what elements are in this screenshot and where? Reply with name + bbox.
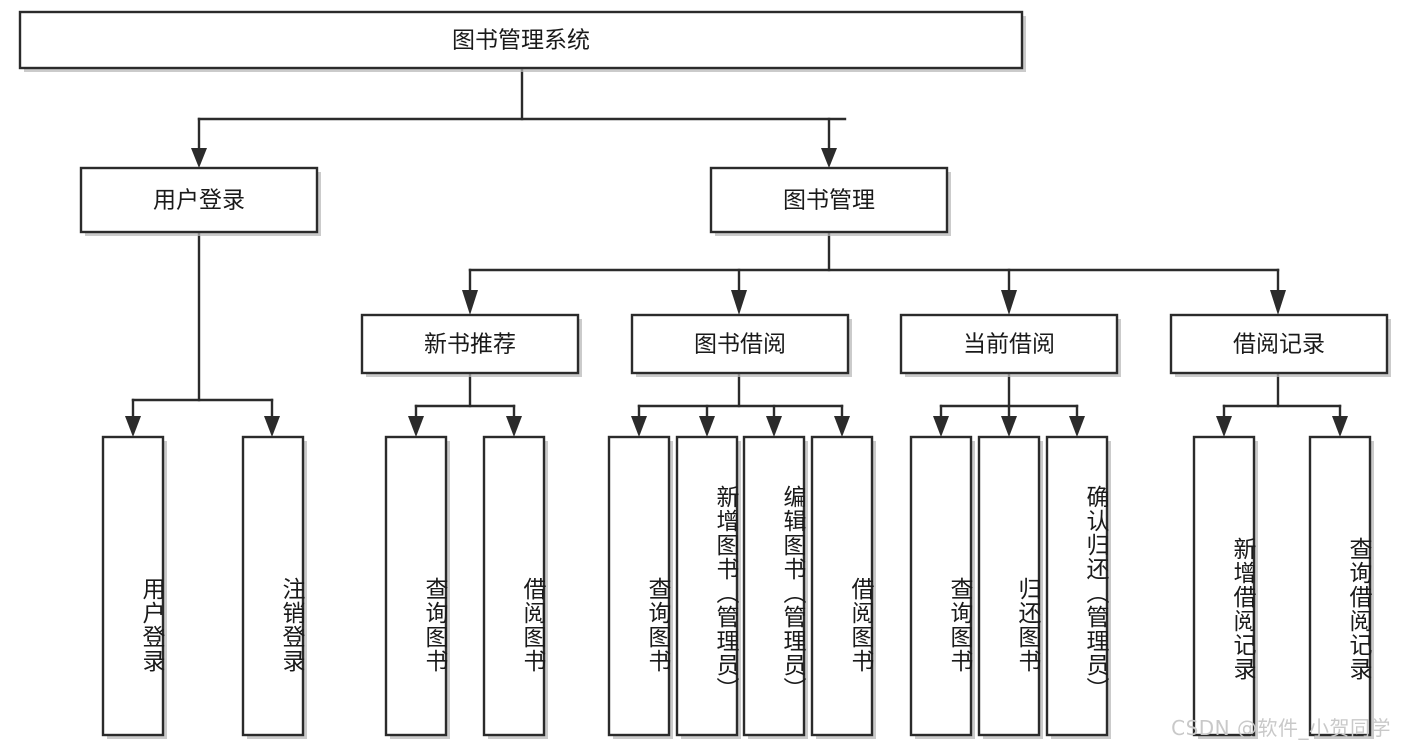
- arrowhead-leaf-rec-borrow: [506, 416, 522, 437]
- node-root-box[interactable]: [18, 10, 1024, 70]
- arrowhead-book-borrow: [731, 290, 747, 315]
- arrowhead-leaf-user-login: [125, 416, 141, 437]
- node-new-book-rec-box[interactable]: [360, 313, 580, 375]
- arrowhead-current-borrow: [1001, 290, 1017, 315]
- node-borrow-record-label: 借阅记录: [1233, 332, 1325, 358]
- node-leaf-rec-add-box[interactable]: [1192, 435, 1256, 737]
- arrowhead-leaf-user-logout: [264, 416, 280, 437]
- node-book-borrow-label: 图书借阅: [694, 332, 786, 358]
- node-user-login-box[interactable]: [79, 166, 319, 234]
- node-leaf-borrow-edit-box[interactable]: [742, 435, 806, 737]
- node-leaf-borrow-lend-box[interactable]: [810, 435, 874, 737]
- node-leaf-cur-confirm-box[interactable]: [1045, 435, 1109, 737]
- arrowhead-book-manage: [821, 148, 837, 168]
- arrowhead-leaf-cur-confirm: [1069, 416, 1085, 437]
- node-leaf-rec-search-box[interactable]: [1308, 435, 1372, 737]
- nodes-layer: 图书管理系统 用户登录 图书管理 新书推荐 图书借阅 当前借阅 借阅记录: [18, 10, 1391, 739]
- arrowhead-leaf-borrow-query: [631, 416, 647, 437]
- node-root-label: 图书管理系统: [452, 28, 590, 54]
- node-leaf-rec-borrow-box[interactable]: [482, 435, 546, 737]
- arrowhead-leaf-borrow-add: [699, 416, 715, 437]
- arrowhead-leaf-cur-query: [933, 416, 949, 437]
- node-current-borrow-label: 当前借阅: [963, 332, 1055, 358]
- node-user-login-label: 用户登录: [153, 188, 245, 214]
- node-leaf-cur-query-box[interactable]: [909, 435, 973, 737]
- node-leaf-user-logout-box[interactable]: [241, 435, 305, 737]
- node-borrow-record-box[interactable]: [1169, 313, 1389, 375]
- arrowhead-leaf-borrow-lend: [834, 416, 850, 437]
- arrowhead-leaf-rec-query: [408, 416, 424, 437]
- arrowhead-leaf-cur-return: [1001, 416, 1017, 437]
- node-leaf-user-login-box[interactable]: [101, 435, 165, 737]
- node-book-borrow-box[interactable]: [630, 313, 850, 375]
- arrowhead-new-book-rec: [462, 290, 478, 315]
- csdn-watermark: CSDN @软件_小贺同学: [1171, 716, 1391, 740]
- arrowhead-borrow-record: [1270, 290, 1286, 315]
- edges-layer: [125, 66, 1348, 437]
- node-book-manage-label: 图书管理: [783, 188, 875, 214]
- node-new-book-rec-label: 新书推荐: [424, 332, 516, 358]
- node-book-manage-box[interactable]: [709, 166, 949, 234]
- node-leaf-borrow-query-box[interactable]: [607, 435, 671, 737]
- node-leaf-rec-query-box[interactable]: [384, 435, 448, 737]
- node-leaf-cur-return-box[interactable]: [977, 435, 1041, 737]
- node-leaf-borrow-add-box[interactable]: [675, 435, 739, 737]
- node-current-borrow-box[interactable]: [899, 313, 1119, 375]
- arrowhead-leaf-rec-add: [1216, 416, 1232, 437]
- arrowhead-user-login: [191, 148, 207, 168]
- arrowhead-leaf-rec-search: [1332, 416, 1348, 437]
- arrowhead-leaf-borrow-edit: [766, 416, 782, 437]
